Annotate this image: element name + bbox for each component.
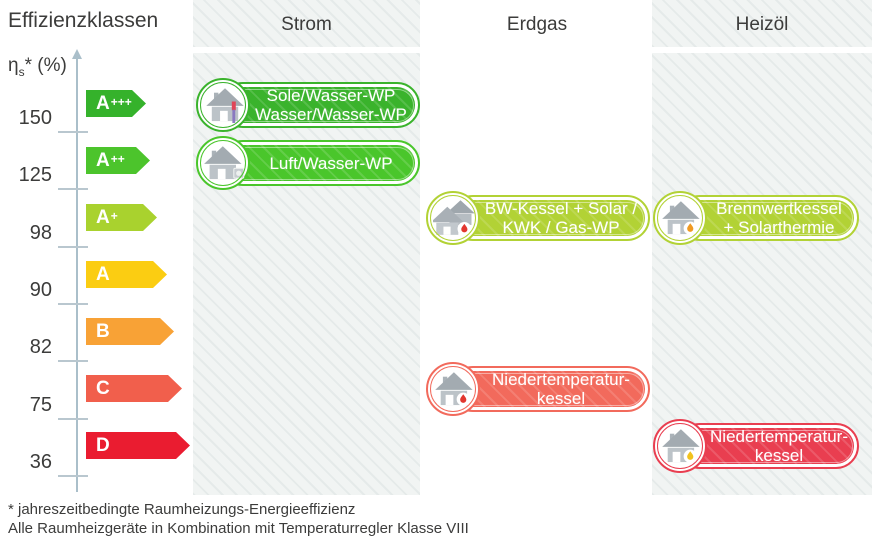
class-arrow-a+++: A+++ bbox=[86, 90, 146, 117]
footnote-line1: * jahreszeitbedingte Raumheizungs-Energi… bbox=[8, 501, 356, 518]
class-letter: A bbox=[96, 149, 110, 171]
strom-header-block bbox=[193, 0, 420, 47]
badge-label-line1: BW-Kessel + Solar / bbox=[484, 199, 638, 218]
tick-label-82: 82 bbox=[29, 336, 52, 358]
badge-brennwertkessel: Brennwertkessel + Solarthermie bbox=[653, 191, 859, 245]
badge-label-line1: Luft/Wasser-WP bbox=[269, 153, 393, 173]
badge-bw-kessel: BW-Kessel + Solar / KWK / Gas-WP bbox=[426, 191, 650, 245]
badge-label-line2: Wasser/Wasser-WP bbox=[255, 105, 407, 124]
badge-label-line2: KWK / Gas-WP bbox=[502, 218, 620, 237]
badge-label-line2: kessel bbox=[536, 389, 586, 408]
badge-label-line2: + Solarthermie bbox=[723, 218, 835, 237]
column-header-erdgas: Erdgas bbox=[506, 14, 568, 35]
tick-label-150: 150 bbox=[18, 107, 52, 129]
badge-luft-wasser-wp: Luft/Wasser-WP bbox=[196, 136, 420, 190]
class-letter: B bbox=[96, 320, 110, 342]
axis-tick bbox=[58, 131, 88, 133]
badge-label: Niedertemperatur- kessel bbox=[710, 419, 848, 473]
badge-label-line1: Sole/Wasser-WP bbox=[266, 86, 396, 105]
axis-tick bbox=[58, 303, 88, 305]
house-red-flame-icon bbox=[426, 362, 480, 416]
badge-niedertemperaturkessel-erdgas: Niedertemperatur- kessel bbox=[426, 362, 650, 416]
class-letter: C bbox=[96, 377, 110, 399]
house-air-unit-icon bbox=[196, 136, 250, 190]
class-letter: A bbox=[96, 263, 110, 285]
tick-label-98: 98 bbox=[29, 222, 52, 244]
axis-tick bbox=[58, 360, 88, 362]
class-letter: A bbox=[96, 206, 110, 228]
eta-subscript: s bbox=[18, 64, 25, 79]
badge-sole-wasser-wp: Sole/Wasser-WP Wasser/Wasser-WP bbox=[196, 78, 420, 132]
eta-symbol: η bbox=[8, 55, 19, 76]
badge-fill bbox=[455, 371, 645, 407]
badge-fill bbox=[682, 200, 854, 236]
class-arrow-a: A bbox=[86, 261, 167, 288]
badge-label: Sole/Wasser-WP Wasser/Wasser-WP bbox=[254, 78, 408, 132]
badge-label: Niedertemperatur- kessel bbox=[484, 362, 638, 416]
house-geothermal-probe-icon bbox=[196, 78, 250, 132]
axis-tick bbox=[58, 246, 88, 248]
badge-label: BW-Kessel + Solar / KWK / Gas-WP bbox=[484, 191, 638, 245]
column-header-strom: Strom bbox=[281, 14, 332, 35]
badge-label: Brennwertkessel + Solarthermie bbox=[711, 191, 847, 245]
column-header-heizoel: Heizöl bbox=[735, 14, 789, 35]
class-letter: A bbox=[96, 92, 110, 114]
tick-label-90: 90 bbox=[29, 279, 52, 301]
badge-fill bbox=[682, 428, 854, 464]
footnotes: * jahreszeitbedingte Raumheizungs-Energi… bbox=[8, 500, 469, 538]
badge-fill bbox=[225, 145, 415, 181]
badge-label-line1: Niedertemperatur- bbox=[710, 427, 848, 446]
axis-tick bbox=[58, 418, 88, 420]
axis-tick bbox=[58, 475, 88, 477]
class-arrow-d: D bbox=[86, 432, 190, 459]
badge-label-line1: Brennwertkessel bbox=[716, 199, 842, 218]
tick-label-125: 125 bbox=[18, 164, 52, 186]
axis-line bbox=[76, 58, 78, 492]
badge-fill bbox=[455, 200, 645, 236]
house-oil-drop-icon bbox=[653, 419, 707, 473]
houses-gas-flame-icon bbox=[426, 191, 480, 245]
axis-tick bbox=[58, 188, 88, 190]
class-arrow-c: C bbox=[86, 375, 182, 402]
tick-label-75: 75 bbox=[29, 394, 52, 416]
class-arrow-a++: A++ bbox=[86, 147, 150, 174]
footnote-line2: Alle Raumheizgeräte in Kombination mit T… bbox=[8, 520, 469, 537]
house-oil-flame-icon bbox=[653, 191, 707, 245]
class-letter: D bbox=[96, 434, 110, 456]
class-arrow-b: B bbox=[86, 318, 174, 345]
page-title: Effizienzklassen bbox=[8, 9, 159, 32]
tick-label-36: 36 bbox=[29, 451, 52, 473]
badge-label-line2: kessel bbox=[754, 446, 804, 465]
badge-fill bbox=[225, 87, 415, 123]
badge-label-line1: Niedertemperatur- bbox=[492, 370, 630, 389]
eta-unit-rest: * (%) bbox=[24, 55, 67, 76]
heizoel-header-block bbox=[652, 0, 872, 47]
badge-label: Luft/Wasser-WP bbox=[254, 136, 408, 190]
badge-niedertemperaturkessel-heizoel: Niedertemperatur- kessel bbox=[653, 419, 859, 473]
class-arrow-a+: A+ bbox=[86, 204, 157, 231]
axis-arrow-up-icon bbox=[72, 49, 82, 59]
axis-unit-label: ηs* (%) bbox=[8, 55, 67, 79]
